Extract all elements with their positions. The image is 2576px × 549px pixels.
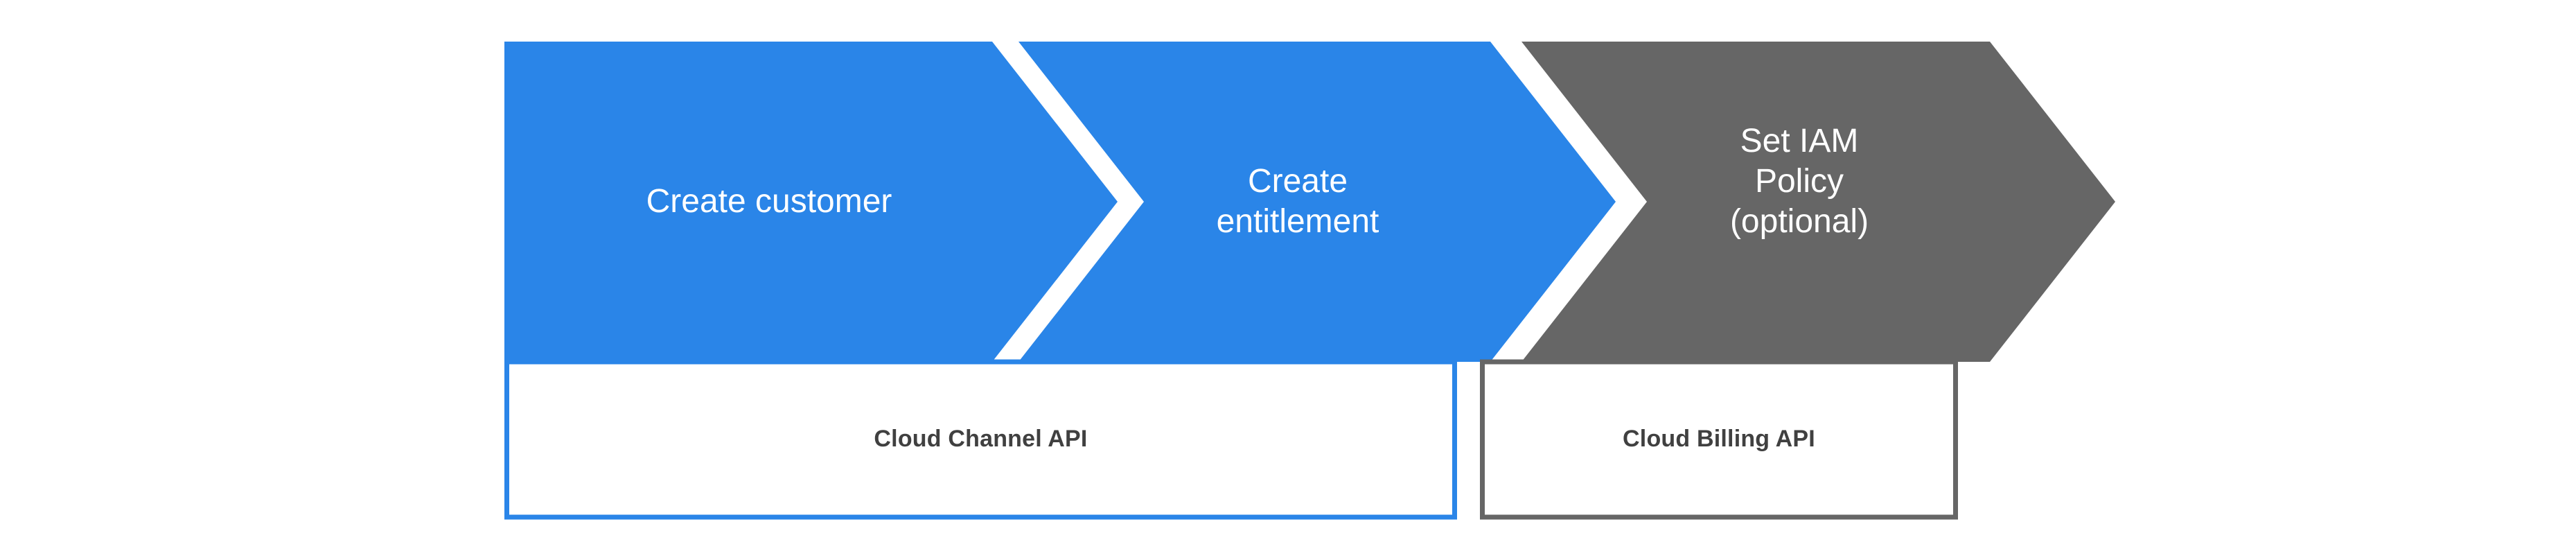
chevron-create-entitlement[interactable] (1018, 42, 1616, 362)
chevron-set-iam-policy[interactable] (1521, 42, 2115, 362)
api-box-cloud-channel[interactable] (504, 359, 1457, 520)
api-group-label-cloud-channel: Cloud Channel API (874, 426, 1088, 452)
chevron-create-customer[interactable] (504, 42, 1118, 362)
api-group-label-cloud-billing: Cloud Billing API (1623, 426, 1815, 452)
api-box-cloud-billing[interactable] (1480, 359, 1958, 520)
